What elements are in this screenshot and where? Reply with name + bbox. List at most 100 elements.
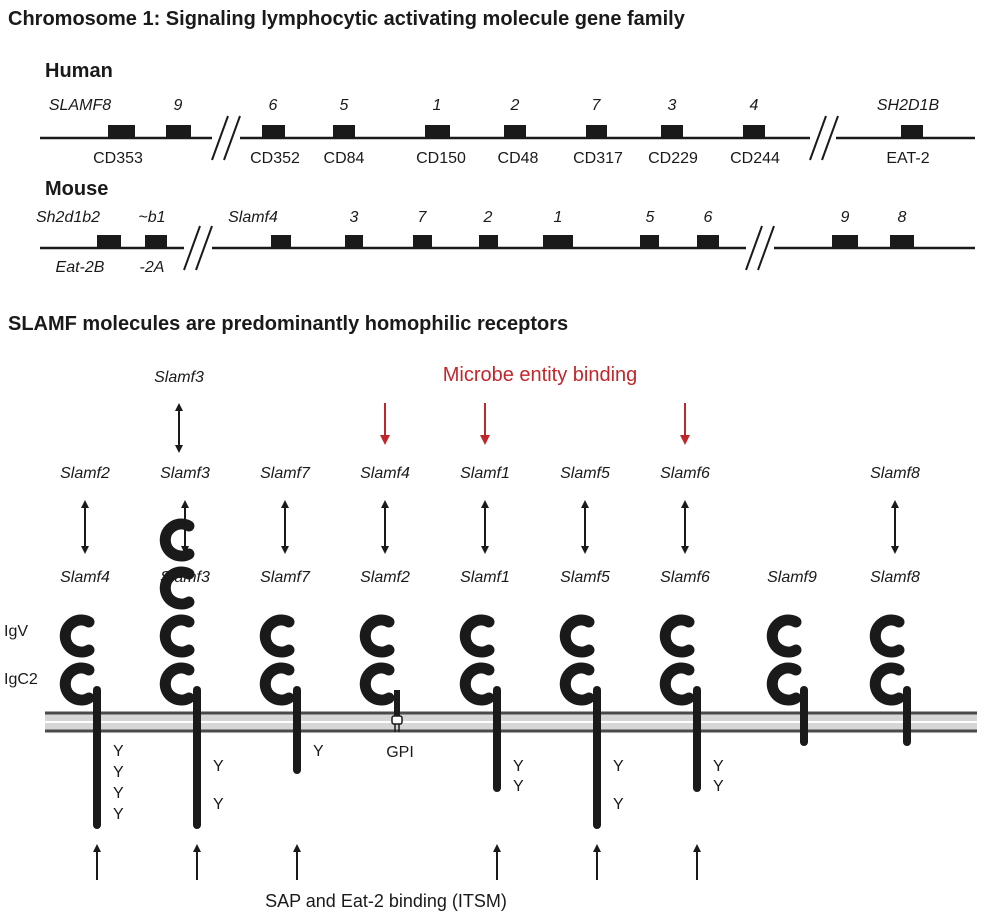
mouse-break-mark bbox=[183, 225, 201, 271]
human-gene-name: 7 bbox=[592, 97, 602, 114]
mouse-gene-name: 2 bbox=[483, 209, 493, 226]
tyrosine-motif: Y bbox=[613, 758, 624, 775]
mouse-gene-name: 3 bbox=[350, 209, 359, 226]
human-gene-name: SLAMF8 bbox=[49, 97, 111, 114]
human-gene-block-5 bbox=[333, 125, 355, 138]
ig-domain bbox=[259, 614, 295, 658]
mouse-gene-block-sh2d1b2 bbox=[97, 235, 121, 248]
human-gene-block-slamf8 bbox=[108, 125, 135, 138]
mouse-gene-name: 6 bbox=[704, 209, 713, 226]
human-gene-block-9 bbox=[166, 125, 191, 138]
receptor-label: Slamf2 bbox=[360, 569, 410, 586]
human-gene-block-4 bbox=[743, 125, 765, 138]
mouse-gene-block-8 bbox=[890, 235, 914, 248]
tyrosine-motif: Y bbox=[113, 743, 124, 760]
ig-domain bbox=[869, 662, 905, 706]
human-cd-label: CD352 bbox=[250, 150, 300, 167]
mouse-gene-name: Sh2d1b2 bbox=[36, 209, 100, 226]
receptor-label: Slamf1 bbox=[460, 569, 510, 586]
human-cd-label: EAT-2 bbox=[886, 150, 929, 167]
tyrosine-motif: Y bbox=[113, 785, 124, 802]
mouse-gene-block-3 bbox=[345, 235, 363, 248]
gpi-label: GPI bbox=[386, 744, 414, 761]
ig-domain bbox=[766, 614, 802, 658]
partner-label: Slamf8 bbox=[870, 465, 920, 482]
mouse-gene-name: ~b1 bbox=[138, 209, 165, 226]
igv-label: IgV bbox=[4, 623, 28, 640]
tyrosine-motif: Y bbox=[213, 796, 224, 813]
mouse-gene-block-9 bbox=[832, 235, 858, 248]
section2-title: SLAMF molecules are predominantly homoph… bbox=[8, 313, 568, 335]
ig-domain bbox=[359, 662, 395, 706]
mouse-gene-name: 8 bbox=[898, 209, 907, 226]
ig-domain bbox=[459, 614, 495, 658]
mouse-gene-block-6 bbox=[697, 235, 719, 248]
mouse-gene-name: 5 bbox=[646, 209, 655, 226]
human-gene-name: 4 bbox=[750, 97, 759, 114]
human-break-mark bbox=[809, 115, 827, 161]
receptor-label: Slamf9 bbox=[767, 569, 817, 586]
mouse-gene-alias: Eat-2B bbox=[56, 259, 105, 276]
human-gene-name: SH2D1B bbox=[877, 97, 940, 114]
mouse-break-mark bbox=[745, 225, 763, 271]
tyrosine-motif: Y bbox=[713, 778, 724, 795]
mouse-gene-name: 1 bbox=[554, 209, 563, 226]
partner-label: Slamf7 bbox=[260, 465, 311, 482]
mouse-break-mark bbox=[195, 225, 213, 271]
human-cd-label: CD229 bbox=[648, 150, 698, 167]
mouse-gene-block-1 bbox=[543, 235, 573, 248]
mouse-chromosome bbox=[40, 225, 975, 271]
human-gene-name: 5 bbox=[340, 97, 349, 114]
mouse-gene-name: Slamf4 bbox=[228, 209, 278, 226]
ig-domain bbox=[259, 662, 295, 706]
mouse-gene-block-b1 bbox=[145, 235, 167, 248]
human-cd-label: CD353 bbox=[93, 150, 143, 167]
tyrosine-motif: Y bbox=[613, 796, 624, 813]
tyrosine-motif: Y bbox=[113, 764, 124, 781]
ig-domain bbox=[159, 662, 195, 706]
human-cd-label: CD48 bbox=[498, 150, 539, 167]
partner-label: Slamf6 bbox=[660, 465, 710, 482]
mouse-break-mark bbox=[757, 225, 775, 271]
human-gene-block-6 bbox=[262, 125, 285, 138]
ig-domain bbox=[359, 614, 395, 658]
human-gene-block-2 bbox=[504, 125, 526, 138]
tyrosine-motif: Y bbox=[713, 758, 724, 775]
human-gene-block-7 bbox=[586, 125, 607, 138]
human-gene-name: 3 bbox=[668, 97, 677, 114]
human-gene-labels: SLAMF8 9 6 5 1 2 7 3 4 SH2D1B CD353 CD35… bbox=[49, 97, 940, 167]
mouse-gene-labels: Sh2d1b2 ~b1 Slamf4 3 7 2 1 5 6 9 8 Eat-2… bbox=[36, 209, 907, 276]
receptor-label: Slamf7 bbox=[260, 569, 311, 586]
human-gene-block-3 bbox=[661, 125, 683, 138]
ig-domain bbox=[869, 614, 905, 658]
cell-membrane bbox=[45, 711, 977, 733]
ig-domain bbox=[559, 662, 595, 706]
receptor-label: Slamf8 bbox=[870, 569, 920, 586]
human-gene-name: 2 bbox=[510, 97, 520, 114]
human-gene-name: 1 bbox=[433, 97, 442, 114]
human-break-mark bbox=[821, 115, 839, 161]
ig-domain bbox=[659, 614, 695, 658]
mouse-gene-name: 7 bbox=[418, 209, 428, 226]
human-cd-label: CD244 bbox=[730, 150, 780, 167]
human-break-mark bbox=[211, 115, 229, 161]
human-gene-name: 6 bbox=[269, 97, 278, 114]
ig-domain bbox=[766, 662, 802, 706]
human-cd-label: CD84 bbox=[324, 150, 365, 167]
top-partner-label: Slamf3 bbox=[154, 369, 204, 386]
gpi-anchor bbox=[391, 715, 403, 725]
tyrosine-motif: Y bbox=[313, 743, 324, 760]
ig-domain bbox=[159, 566, 195, 610]
mouse-gene-name: 9 bbox=[841, 209, 850, 226]
mouse-gene-block-7 bbox=[413, 235, 432, 248]
human-gene-block-sh2d1b bbox=[901, 125, 923, 138]
microbe-binding-label: Microbe entity binding bbox=[443, 364, 638, 386]
ig-domain bbox=[59, 614, 95, 658]
igc2-label: IgC2 bbox=[4, 671, 38, 688]
ig-domain bbox=[559, 614, 595, 658]
ig-domain bbox=[459, 662, 495, 706]
human-gene-name: 9 bbox=[174, 97, 183, 114]
tyrosine-motif: Y bbox=[213, 758, 224, 775]
receptor-label: Slamf5 bbox=[560, 569, 610, 586]
